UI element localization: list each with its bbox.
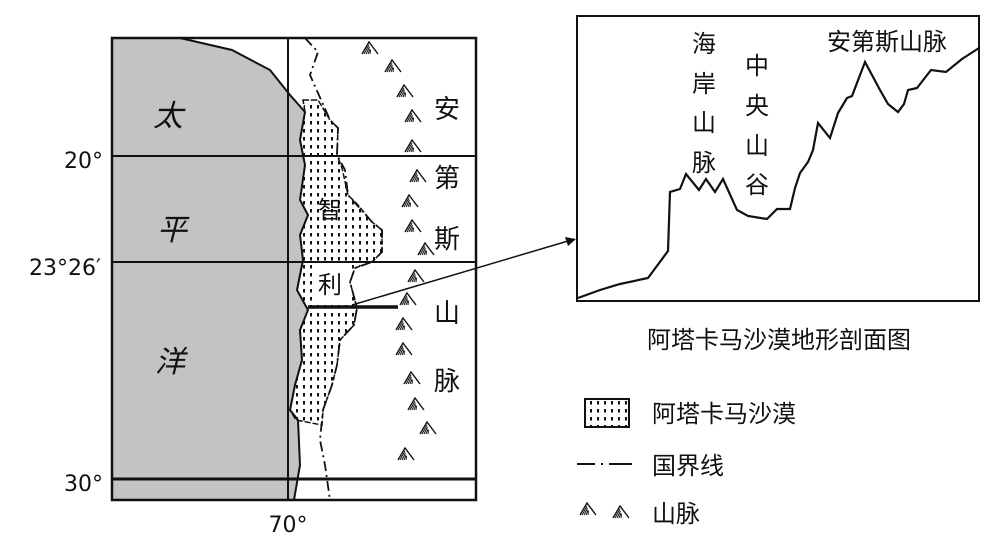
mountain-icon bbox=[417, 242, 435, 256]
arrow-head-icon bbox=[565, 237, 576, 246]
legend-label: 山脉 bbox=[652, 500, 700, 528]
country-label-char: 利 bbox=[318, 271, 342, 299]
andes-label-char: 脉 bbox=[434, 367, 460, 397]
coastal-range-char: 岸 bbox=[692, 70, 716, 98]
andes-profile-label: 安第斯山脉 bbox=[827, 28, 947, 56]
coastal-range-char: 海 bbox=[692, 30, 716, 58]
lat-label-20: 20° bbox=[64, 149, 103, 174]
andes-label-char: 第 bbox=[434, 164, 460, 194]
mountain-icon bbox=[579, 502, 597, 516]
mountain-icon bbox=[404, 219, 422, 233]
legend-item-desert: 阿塔卡马沙漠 bbox=[584, 398, 796, 428]
country-label-char: 智 bbox=[318, 196, 342, 224]
label-background bbox=[312, 262, 348, 302]
mountain-icon bbox=[395, 342, 413, 356]
mountain-icon bbox=[407, 397, 425, 411]
mountain-icon bbox=[404, 109, 422, 123]
profile-frame bbox=[576, 15, 980, 302]
lon-label-70: 70° bbox=[269, 513, 308, 538]
coastal-range-char: 山 bbox=[692, 109, 716, 137]
profile-title: 阿塔卡马沙漠地形剖面图 bbox=[647, 326, 911, 354]
mountain-icon bbox=[612, 505, 630, 519]
mountain-icon bbox=[361, 41, 379, 55]
central-valley-char: 央 bbox=[745, 92, 769, 120]
mountain-icon bbox=[397, 447, 415, 461]
central-valley-char: 谷 bbox=[745, 171, 769, 199]
location-map: 太 平 洋 智 利 安 第 斯 山 脉 20° 23°26′ 30° 70° bbox=[29, 36, 576, 538]
central-valley-char: 山 bbox=[745, 132, 769, 160]
mountain-icon bbox=[399, 292, 417, 306]
mountain-icon bbox=[396, 84, 414, 98]
national-border bbox=[304, 37, 383, 501]
andes-label-char: 安 bbox=[434, 95, 460, 125]
andes-label-char: 山 bbox=[434, 299, 460, 329]
legend-label: 国界线 bbox=[652, 452, 724, 480]
mountain-icon bbox=[407, 269, 425, 283]
pacific-ocean-area bbox=[112, 38, 308, 500]
mountain-icon bbox=[409, 169, 427, 183]
mountain-icon bbox=[401, 194, 419, 208]
lat-label-tropic: 23°26′ bbox=[29, 256, 101, 281]
mountain-icon bbox=[404, 139, 422, 153]
ocean-label-char: 洋 bbox=[155, 345, 188, 380]
coastal-range-char: 脉 bbox=[692, 149, 716, 177]
legend-label: 阿塔卡马沙漠 bbox=[652, 400, 796, 428]
ocean-label-char: 太 bbox=[153, 99, 186, 134]
ocean-label-char: 平 bbox=[157, 213, 190, 248]
lat-label-30: 30° bbox=[64, 472, 103, 497]
legend-item-border: 国界线 bbox=[577, 452, 724, 480]
desert-pattern-icon bbox=[584, 398, 630, 428]
central-valley-char: 中 bbox=[745, 52, 769, 80]
mountain-icon bbox=[419, 421, 437, 435]
mountain-icon bbox=[403, 371, 421, 385]
andes-label-char: 斯 bbox=[434, 225, 460, 255]
legend: 阿塔卡马沙漠 国界线 山脉 bbox=[577, 398, 796, 528]
legend-item-mountain: 山脉 bbox=[579, 500, 700, 528]
pointer-arrow bbox=[351, 240, 569, 306]
terrain-profile: 海 岸 山 脉 中 央 山 谷 安第斯山脉 阿塔卡马沙漠地形剖面图 bbox=[576, 15, 980, 354]
terrain-profile-line bbox=[577, 47, 980, 300]
mountain-icon bbox=[395, 317, 413, 331]
mountain-icon bbox=[384, 59, 402, 73]
